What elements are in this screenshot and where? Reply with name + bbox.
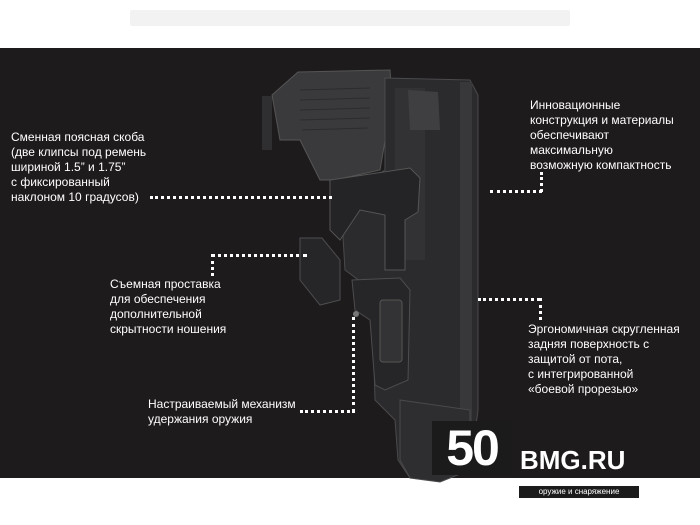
top-strip: [0, 0, 700, 48]
callout-spacer: Съемная проставка для обеспечения дополн…: [110, 277, 226, 337]
leader-line: [539, 298, 542, 320]
callout-line: дополнительной: [110, 307, 202, 321]
watermark-number: 50: [432, 421, 512, 475]
leader-line: [490, 190, 542, 193]
spacer: [299, 237, 341, 306]
leader-line: [300, 410, 355, 413]
callout-retention: Настраиваемый механизм удержания оружия: [148, 397, 296, 427]
callout-line: максимальную: [530, 143, 613, 157]
callout-line: Эргономичная скругленная: [528, 322, 680, 336]
callout-line: скрытности ношения: [110, 322, 227, 336]
callout-line: обеспечивают: [530, 128, 609, 142]
callout-line: (две клипсы под ремень: [11, 145, 147, 159]
callout-ergonomic: Эргономичная скругленная задняя поверхно…: [528, 322, 680, 397]
callout-innovation: Инновационные конструкция и материалы об…: [530, 98, 674, 173]
callout-line: защитой от пота,: [528, 352, 623, 366]
bottom-strip: [0, 478, 700, 525]
callout-line: задняя поверхность с: [528, 337, 650, 351]
leader-line: [211, 254, 214, 276]
callout-line: наклоном 10 градусов): [11, 190, 139, 204]
callout-line: с фиксированный: [11, 175, 110, 189]
callout-line: Сменная поясная скоба: [11, 130, 145, 144]
retention-mechanism: [351, 277, 411, 391]
watermark-tagline: оружие и снаряжение: [519, 486, 639, 498]
leader-line: [352, 317, 355, 412]
leader-line: [211, 254, 307, 257]
callout-line: Настраиваемый механизм: [148, 397, 296, 411]
callout-line: Инновационные: [530, 98, 621, 112]
leader-line: [540, 172, 543, 192]
faded-header-text: [130, 10, 570, 26]
callout-belt-clip: Сменная поясная скоба (две клипсы под ре…: [11, 130, 146, 205]
callout-line: шириной 1.5” и 1.75”: [11, 160, 126, 174]
callout-line: Съемная проставка: [110, 277, 221, 291]
pistol-grip: [262, 69, 393, 181]
callout-line: с интегрированной: [528, 367, 634, 381]
callout-line: возможную компактность: [530, 158, 672, 172]
callout-line: для обеспечения: [110, 292, 206, 306]
belt-clip: [329, 167, 421, 271]
leader-line: [478, 298, 540, 301]
watermark-site: BMG.RU: [520, 445, 626, 475]
callout-line: удержания оружия: [148, 412, 253, 426]
leader-line: [150, 196, 332, 199]
callout-line: «боевой прорезью»: [528, 382, 639, 396]
callout-line: конструкция и материалы: [530, 113, 674, 127]
